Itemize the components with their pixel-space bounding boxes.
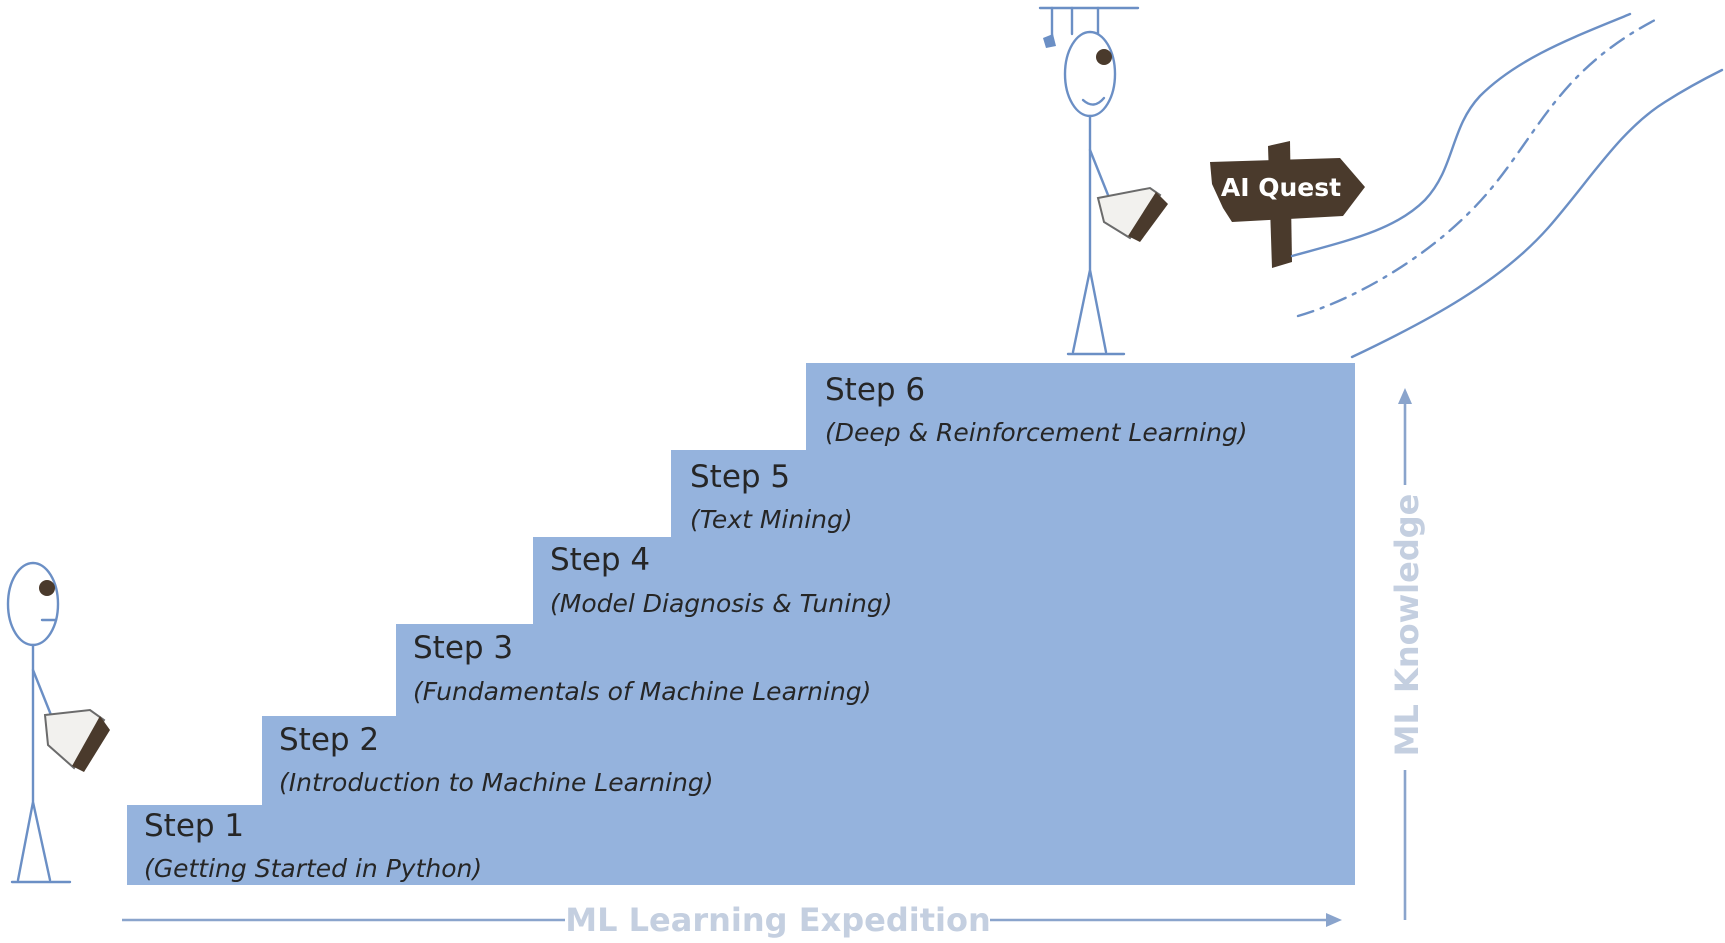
x-axis-arrowhead [1326,913,1342,927]
step-2: Step 2 (Introduction to Machine Learning… [279,722,713,797]
step-5-title: Step 5 [690,459,790,495]
beginner-book-icon [43,708,110,772]
graduate-stick-figure [1038,6,1168,356]
graduate-book-icon [1096,186,1168,242]
step-3-subtitle: (Fundamentals of Machine Learning) [413,677,871,706]
graduation-cap-icon [1038,6,1140,48]
step-2-title: Step 2 [279,722,379,758]
graduate-body [1066,114,1126,356]
step-3: Step 3 (Fundamentals of Machine Learning… [413,630,871,706]
step-1: Step 1 (Getting Started in Python) [144,808,482,883]
y-axis-arrowhead [1398,388,1412,404]
signpost-label: AI Quest [1221,173,1341,202]
beginner-eye [39,580,55,596]
beginner-head [6,561,60,647]
road-edge-right [1350,68,1724,359]
road-center-line [1296,18,1657,318]
x-axis: ML Learning Expedition [122,901,1342,939]
beginner-stick-figure [6,561,110,884]
step-6-title: Step 6 [825,372,925,408]
step-5-subtitle: (Text Mining) [690,505,853,534]
x-axis-label: ML Learning Expedition [565,901,990,939]
graduate-smile [1081,96,1106,106]
graduate-eye [1096,49,1112,65]
step-2-subtitle: (Introduction to Machine Learning) [279,768,713,797]
y-axis: ML Knowledge [1388,388,1426,920]
step-6: Step 6 (Deep & Reinforcement Learning) [825,372,1248,447]
step-3-title: Step 3 [413,630,513,666]
winding-road [1290,12,1724,359]
y-axis-label: ML Knowledge [1388,494,1426,757]
staircase [127,363,1355,885]
step-4: Step 4 (Model Diagnosis & Tuning) [550,542,893,618]
signpost-board [1210,158,1365,222]
step-1-title: Step 1 [144,808,244,844]
step-6-subtitle: (Deep & Reinforcement Learning) [825,418,1248,447]
step-4-title: Step 4 [550,542,650,578]
signpost: AI Quest [1210,141,1365,268]
step-4-subtitle: (Model Diagnosis & Tuning) [550,589,893,618]
step-1-subtitle: (Getting Started in Python) [144,854,482,883]
step-5: Step 5 (Text Mining) [690,459,853,534]
beginner-body [10,643,72,884]
road-edge-left [1290,12,1632,258]
